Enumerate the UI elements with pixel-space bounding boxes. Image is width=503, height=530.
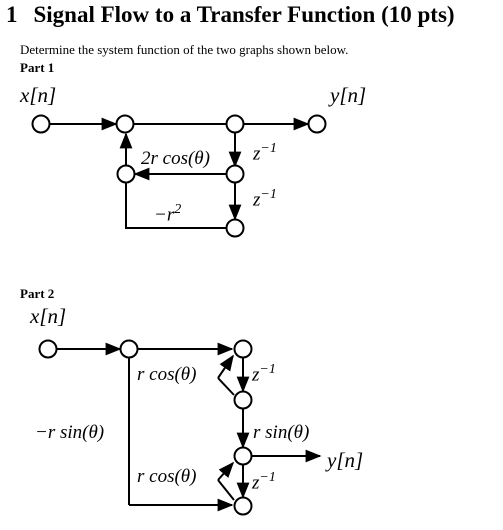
part2-delay-top-base: z [252,364,260,386]
part1-node-sum [115,114,135,134]
part2-delay-bottom-base: z [252,472,260,494]
part1-gain-minus-r2-base: −r [154,204,175,226]
part2-node-top [233,339,253,359]
part1-node-w0 [225,114,245,134]
part1-node-w2 [225,218,245,238]
part1-graph [31,114,327,238]
part2-node-top-delay [233,390,253,410]
part1-input-label: x[n] [20,83,57,107]
part2-gain-left: −r sin(θ) [35,422,105,443]
part2-branch-rcos-top-b [217,354,234,379]
part2-delay-bottom-exp: −1 [259,470,276,485]
part1-delay-1-base: z [253,143,261,165]
part2-branch-rcos-bottom-b [217,461,235,481]
problem-title: 1 Signal Flow to a Transfer Function (10 … [6,2,455,28]
part1-node-input [31,114,51,134]
problem-title-text: Signal Flow to a Transfer Function (10 p… [33,2,455,27]
problem-instructions: Determine the system function of the two… [20,42,349,57]
part2-node-input [38,339,58,359]
part1-delay-2: z−1 [253,187,277,211]
problem-number: 1 [6,2,18,27]
part2-branch-rcos-bottom-a [217,479,235,501]
part1-output-label: y[n] [330,83,367,107]
part1-node-fb [116,164,136,184]
part1-heading: Part 1 [20,60,55,75]
part1-gain-minus-r2: −r2 [154,202,181,226]
part2-branch-rcos-top-a [217,377,235,396]
part1-branch-minus-r2 [125,183,226,229]
part2-heading: Part 2 [20,286,55,301]
part2-delay-top-exp: −1 [259,362,276,377]
part2-gain-right: r sin(θ) [253,422,310,443]
part2-node-bottom-delay [233,496,253,516]
part1-gain-2rcos: 2r cos(θ) [141,148,210,169]
part2-output-label: y[n] [327,448,364,472]
part2-delay-bottom: z−1 [252,470,276,494]
part2-node-bottom [233,446,253,466]
part1-gain-minus-r2-exp: 2 [174,202,182,217]
part2-graph [38,339,322,516]
part2-input-label: x[n] [30,304,67,328]
part1-delay-1-exp: −1 [260,141,277,156]
part2-node-branch [119,339,139,359]
part1-delay-1: z−1 [253,141,277,165]
part1-delay-2-base: z [253,189,261,211]
part2-gain-bottom: r cos(θ) [137,466,197,487]
part1-delay-2-exp: −1 [260,187,277,202]
part2-delay-top: z−1 [252,362,276,386]
part2-gain-top: r cos(θ) [137,364,197,385]
part1-node-output [307,114,327,134]
part1-node-w1 [225,164,245,184]
